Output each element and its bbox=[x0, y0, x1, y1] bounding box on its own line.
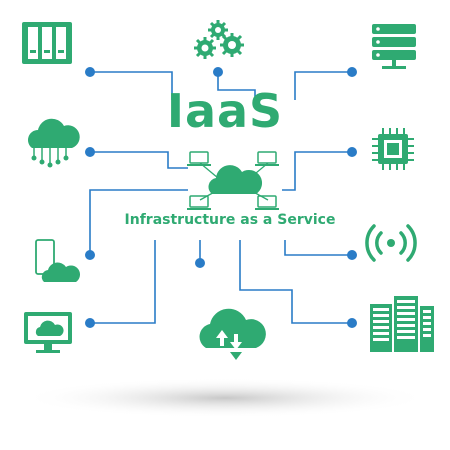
diagram-subtitle: Infrastructure as a Service bbox=[124, 212, 336, 228]
connector-dot bbox=[85, 318, 95, 328]
connector-dot bbox=[213, 67, 223, 77]
gears-icon bbox=[194, 20, 244, 59]
server-stack-icon bbox=[372, 24, 416, 69]
connector-wireless bbox=[284, 240, 352, 256]
connector-dot bbox=[195, 258, 205, 268]
network-cloud-icon bbox=[187, 151, 279, 210]
connector-mid-left bbox=[90, 151, 188, 169]
wireless-signal-icon bbox=[365, 224, 417, 262]
connector-dot bbox=[85, 147, 95, 157]
floor-shadow bbox=[20, 378, 430, 418]
connector-dot bbox=[347, 67, 357, 77]
connector-top-center bbox=[217, 72, 256, 100]
monitor-cloud-icon bbox=[24, 312, 72, 353]
connector-dot bbox=[347, 147, 357, 157]
connector-dots bbox=[85, 67, 357, 328]
cpu-chip-icon bbox=[372, 128, 414, 170]
connector-top-right bbox=[294, 71, 352, 100]
connector-mobile bbox=[89, 189, 188, 255]
connector-monitor bbox=[90, 240, 156, 324]
mobile-cloud-icon bbox=[35, 239, 81, 282]
diagram-title: IaaS bbox=[166, 84, 284, 138]
cloud-transfer-icon bbox=[199, 308, 266, 360]
connector-top-left bbox=[90, 71, 173, 100]
cloud-network-icon bbox=[27, 118, 80, 168]
data-center-icon bbox=[370, 296, 434, 352]
connector-mid-right bbox=[282, 151, 352, 191]
connector-datacenter bbox=[239, 240, 352, 324]
connector-dot bbox=[85, 67, 95, 77]
connector-dot bbox=[347, 250, 357, 260]
connector-dot bbox=[85, 250, 95, 260]
server-rack-icon bbox=[22, 22, 72, 64]
connector-dot bbox=[347, 318, 357, 328]
connector-lines bbox=[89, 71, 352, 324]
